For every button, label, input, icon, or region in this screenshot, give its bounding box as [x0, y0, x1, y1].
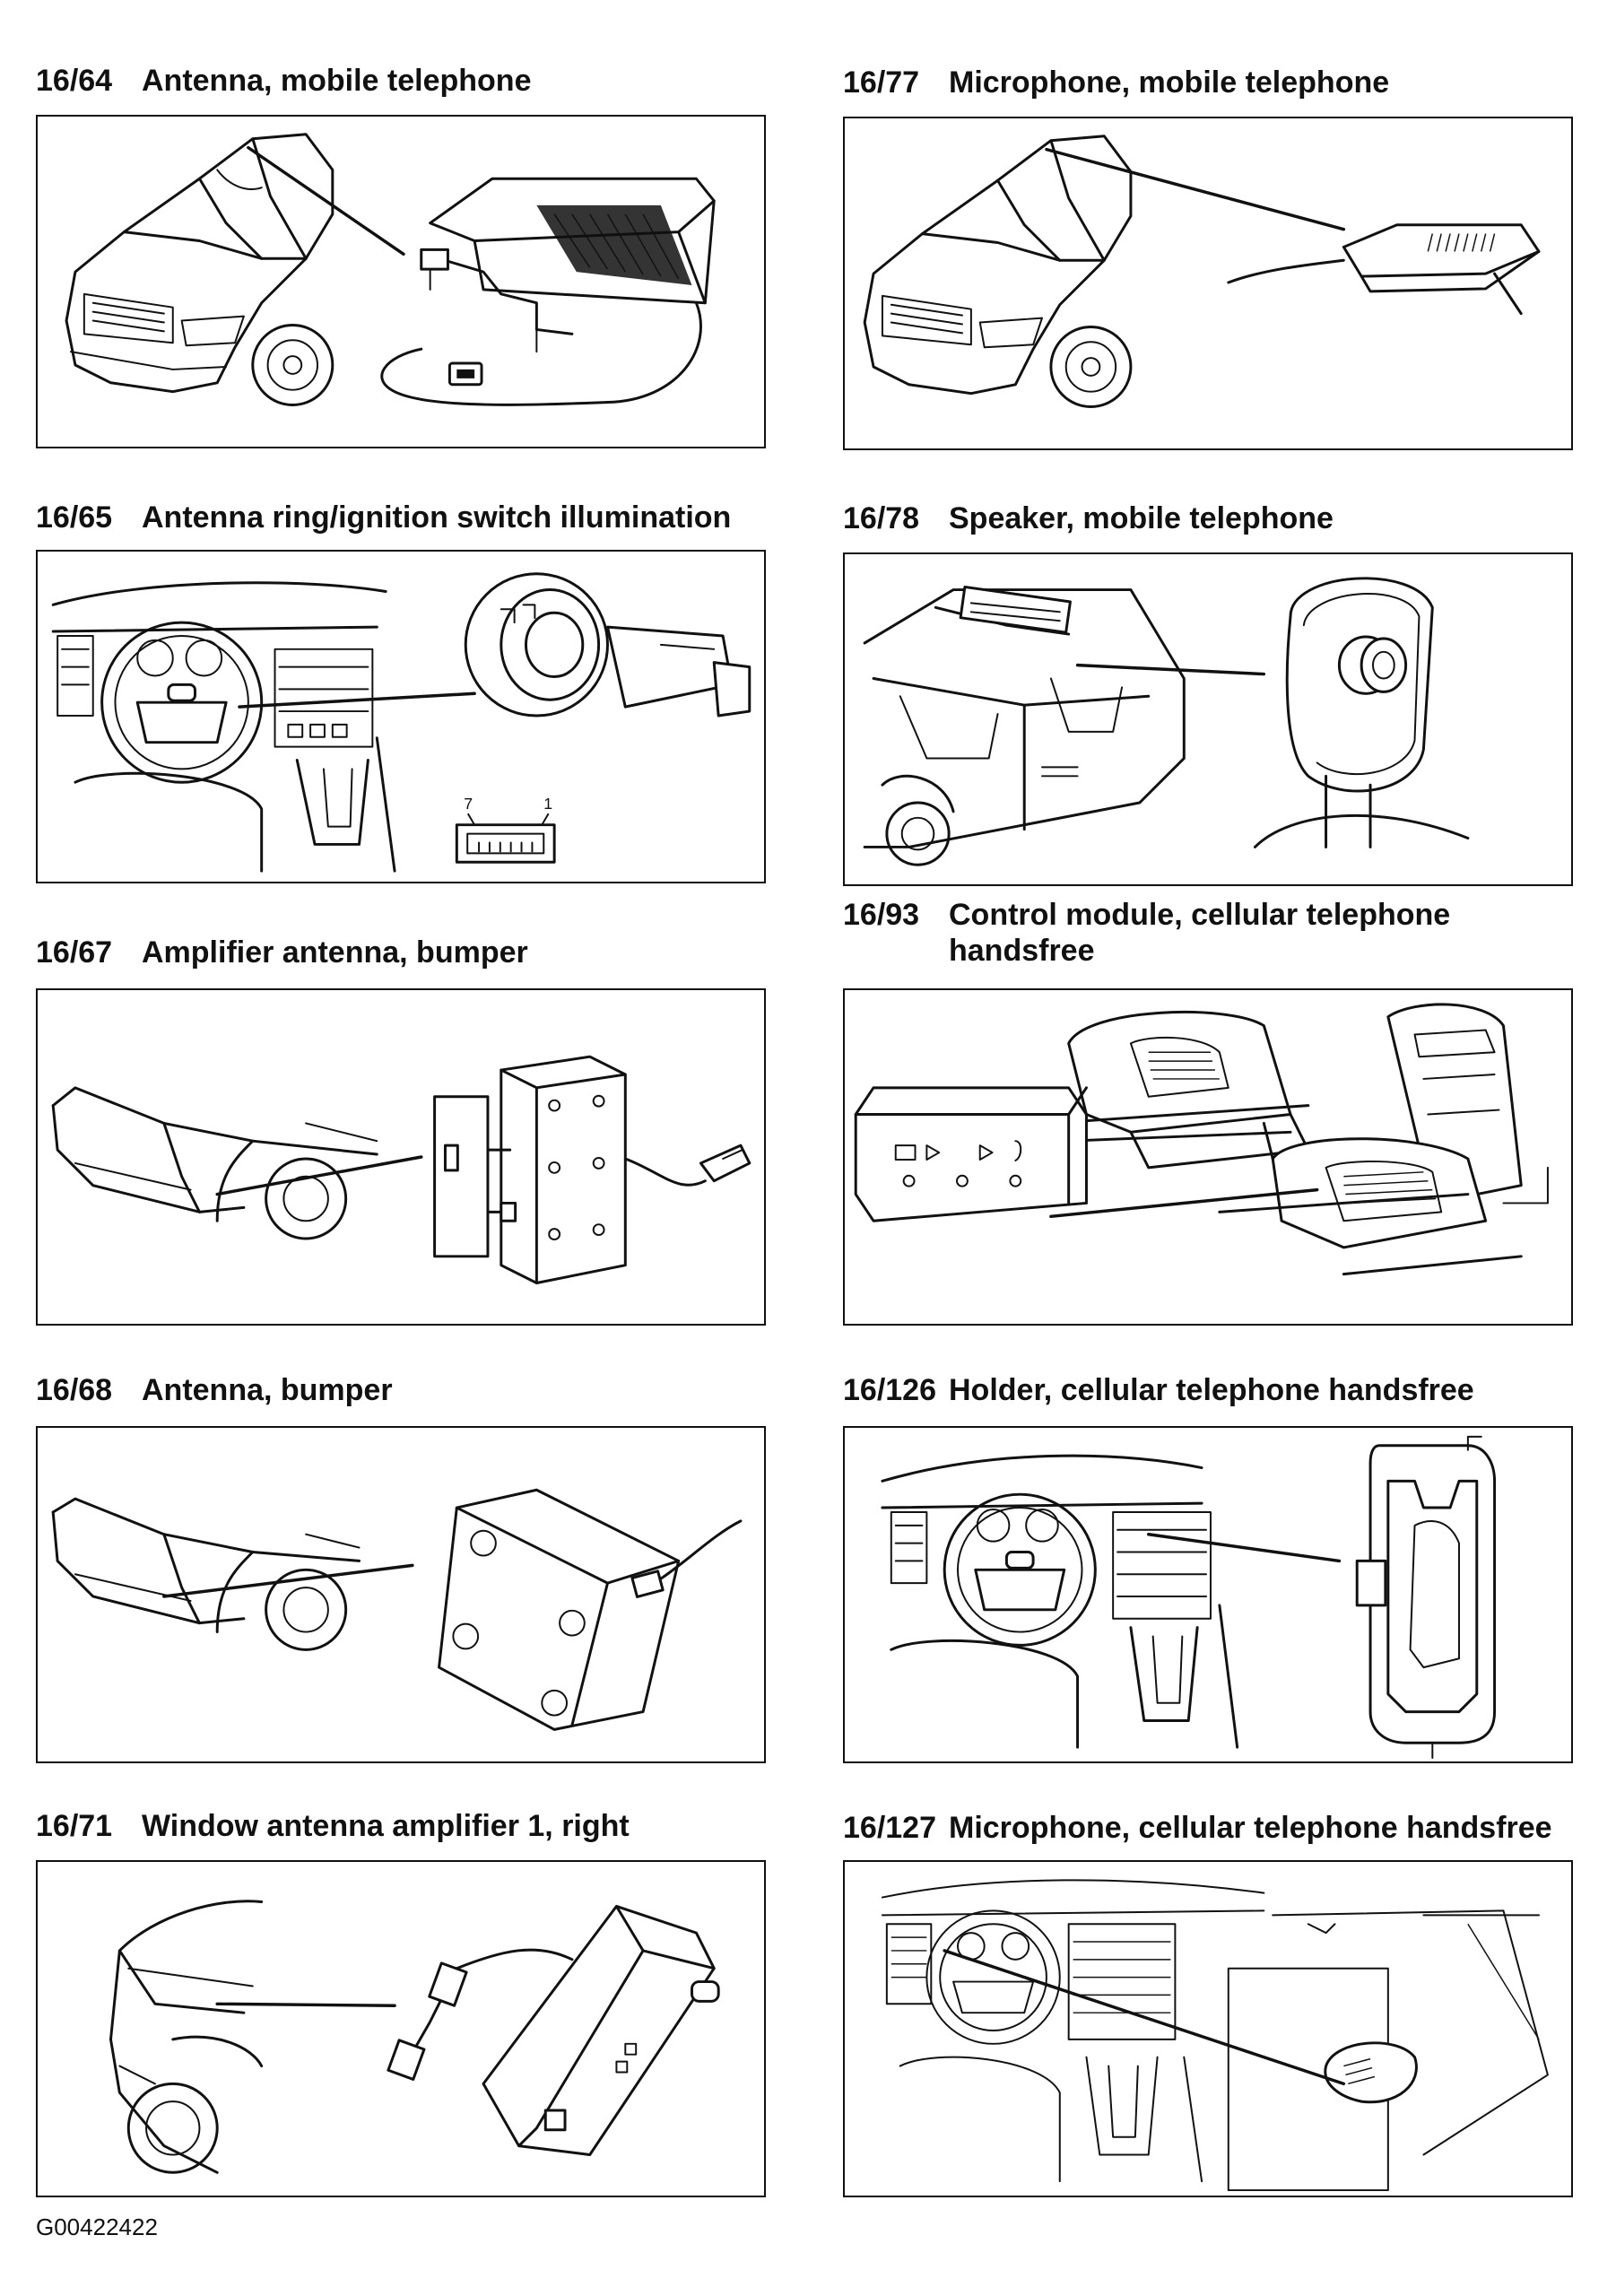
- illustration-frame: [843, 552, 1573, 886]
- part-code: 16/126: [843, 1373, 936, 1407]
- illustration-frame: [36, 988, 766, 1326]
- panel-16-127: 16/127 Microphone, cellular telephone han…: [843, 1810, 1587, 2205]
- part-title-continuation: handsfree: [949, 934, 1095, 968]
- illustration-frame: [36, 1860, 766, 2197]
- panel-caption: 16/78 Speaker, mobile telephone: [843, 500, 1334, 536]
- illustration-interior-handsfree-microphone: [881, 1879, 1549, 2192]
- panel-caption: 16/64 Antenna, mobile telephone: [36, 63, 531, 99]
- part-title: Antenna, bumper: [142, 1373, 393, 1407]
- panel-caption: 16/126 Holder, cellular telephone handsfr…: [843, 1372, 1474, 1408]
- illustration-seats-control-module: [854, 1003, 1549, 1276]
- part-title: Amplifier antenna, bumper: [142, 935, 528, 970]
- illustration-frame: [843, 1860, 1573, 2197]
- panel-caption: 16/127 Microphone, cellular telephone han…: [843, 1810, 1552, 1846]
- part-code: 16/127: [843, 1811, 936, 1845]
- panel-caption: 16/71 Window antenna amplifier 1, right: [36, 1808, 630, 1844]
- image-reference-code: G00422422: [36, 2213, 158, 2240]
- illustration-dashboard-phone-holder: [881, 1435, 1497, 1760]
- part-code: 16/67: [36, 935, 113, 970]
- panel-16-78: 16/78 Speaker, mobile telephone: [843, 500, 1583, 891]
- illustration-frame: 7 1: [36, 550, 766, 883]
- part-code: 16/65: [36, 500, 113, 535]
- panel-caption: 16/65 Antenna ring/ignition switch illumi…: [36, 500, 731, 535]
- illustration-frame: [843, 988, 1573, 1326]
- part-title: Antenna, mobile telephone: [142, 64, 532, 98]
- panel-16-68: 16/68 Antenna, bumper: [36, 1372, 780, 1767]
- illustration-frame: [36, 1426, 766, 1763]
- pin-label-right: 1: [543, 795, 552, 813]
- part-title: Window antenna amplifier 1, right: [142, 1809, 630, 1843]
- illustration-frame: [843, 1426, 1573, 1763]
- illustration-car-roof-antenna: [65, 133, 716, 406]
- panel-caption: 16/77 Microphone, mobile telephone: [843, 65, 1389, 100]
- panel-16-126: 16/126 Holder, cellular telephone handsfr…: [843, 1372, 1583, 1767]
- panel-16-71: 16/71 Window antenna amplifier 1, right: [36, 1808, 780, 2203]
- part-code: 16/77: [843, 65, 920, 100]
- illustration-bumper-amplifier: [51, 1055, 752, 1284]
- illustration-car-microphone: [863, 135, 1541, 408]
- panel-16-64: 16/64 Antenna, mobile telephone: [36, 63, 771, 453]
- part-title: Microphone, mobile telephone: [949, 65, 1390, 100]
- part-code: 16/64: [36, 64, 113, 98]
- part-code: 16/68: [36, 1373, 113, 1407]
- part-code: 16/93: [843, 898, 920, 932]
- part-code: 16/78: [843, 501, 920, 535]
- panel-caption: 16/68 Antenna, bumper: [36, 1372, 393, 1408]
- illustration-frame: [843, 117, 1573, 450]
- panel-16-77: 16/77 Microphone, mobile telephone: [843, 65, 1583, 455]
- illustration-dashboard-ignition-ring: 7 1: [51, 572, 752, 873]
- part-title: Holder, cellular telephone handsfree: [949, 1373, 1474, 1407]
- part-code: 16/71: [36, 1809, 113, 1843]
- panel-16-65: 16/65 Antenna ring/ignition switch illumi…: [36, 500, 780, 890]
- part-title: Control module, cellular telephone: [949, 898, 1451, 932]
- illustration-rear-window-amplifier: [109, 1900, 720, 2174]
- panel-caption: 16/67 Amplifier antenna, bumper: [36, 935, 528, 970]
- part-title: Speaker, mobile telephone: [949, 501, 1334, 535]
- illustration-car-headrest-speaker: [863, 577, 1470, 866]
- pin-label-left: 7: [464, 795, 473, 813]
- panel-16-67: 16/67 Amplifier antenna, bumper: [36, 935, 780, 1329]
- part-title: Antenna ring/ignition switch illuminatio…: [142, 500, 732, 535]
- illustration-bumper-antenna: [51, 1488, 743, 1731]
- part-title: Microphone, cellular telephone handsfree: [949, 1811, 1552, 1845]
- illustration-frame: [36, 115, 766, 448]
